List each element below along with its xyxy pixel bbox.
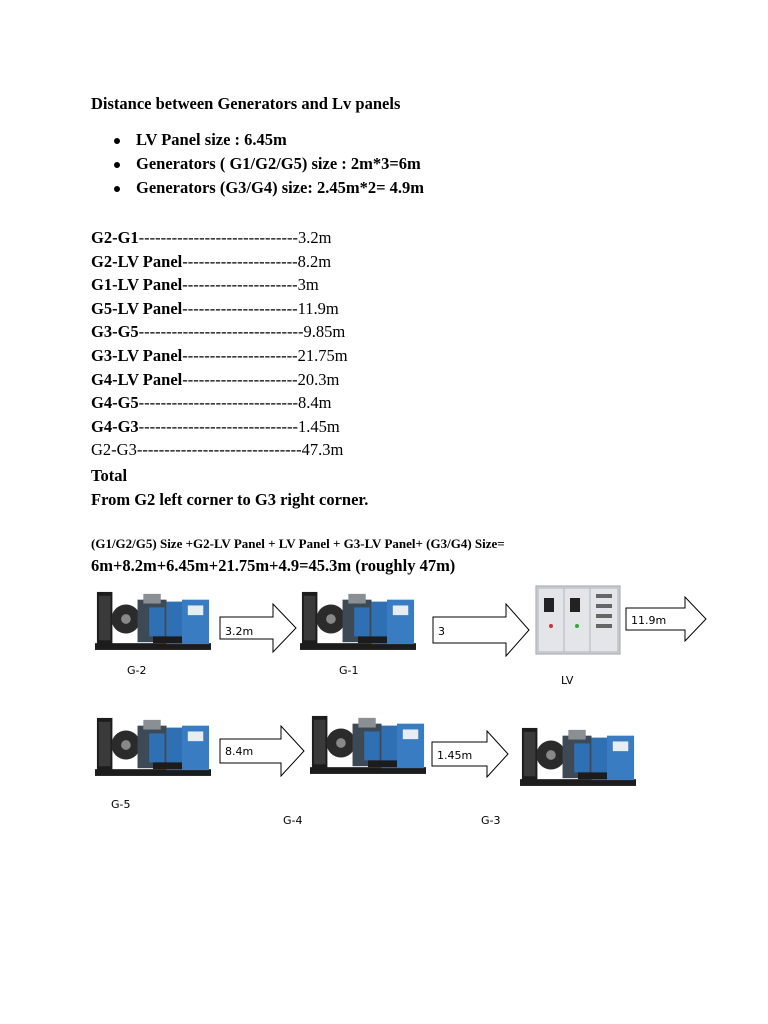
bullet-generator-g1-g2-g5-size: Generators ( G1/G2/G5) size : 2m*3=6m xyxy=(108,154,424,178)
size-formula-result: 6m+8.2m+6.45m+21.75m+4.9=45.3m (roughly … xyxy=(91,556,456,575)
distance-value: 1.45m xyxy=(298,416,340,436)
caption-g1: G-1 xyxy=(339,664,359,677)
distance-label: G1-LV Panel xyxy=(91,275,183,295)
distance-value: 11.9m xyxy=(297,298,339,318)
distance-label: G5-LV Panel xyxy=(91,298,183,318)
arrow-distance-label: 3 xyxy=(438,625,445,638)
distance-dashes: --------------------- xyxy=(182,251,298,271)
distance-item: G4-G3-----------------------------1.45m xyxy=(91,415,348,439)
distance-value: 20.3m xyxy=(297,369,340,389)
size-formula: (G1/G2/G5) Size +G2-LV Panel + LV Panel … xyxy=(91,536,505,551)
size-bullet-list: LV Panel size : 6.45m Generators ( G1/G2… xyxy=(108,130,424,202)
generator-icon xyxy=(95,717,211,776)
arrow-distance-label: 1.45m xyxy=(437,749,473,762)
distance-value: 21.75m xyxy=(297,345,348,365)
arrow-distance-label: 8.4m xyxy=(225,745,254,758)
distance-dashes: ----------------------------- xyxy=(138,393,299,413)
caption-g5: G-5 xyxy=(111,798,131,811)
distance-item: G5-LV Panel---------------------11.9m xyxy=(91,297,348,321)
total-heading: Total xyxy=(91,466,128,485)
distance-item: G1-LV Panel---------------------3m xyxy=(91,273,348,297)
total-description: From G2 left corner to G3 right corner. xyxy=(91,490,369,509)
arrow-g5-g4: 8.4m xyxy=(219,725,305,777)
distance-label: G4-G3 xyxy=(91,416,139,436)
distance-value: 3m xyxy=(297,275,319,295)
generator-icon xyxy=(95,591,211,650)
distance-item: G2-G1-----------------------------3.2m xyxy=(91,226,348,250)
lv-panel-icon xyxy=(535,585,621,655)
generator-g5-image xyxy=(95,712,211,778)
distance-item: G2-LV Panel---------------------8.2m xyxy=(91,250,348,274)
caption-lv: LV xyxy=(561,674,574,687)
distance-dashes: --------------------- xyxy=(182,298,298,318)
distance-value: 3.2m xyxy=(298,228,332,247)
distance-dashes: ------------------------------ xyxy=(138,322,304,342)
distance-label: G4-G5 xyxy=(91,393,139,413)
distance-dashes: --------------------- xyxy=(182,369,298,389)
distance-dashes: --------------------- xyxy=(182,345,298,365)
distance-dashes: --------------------- xyxy=(182,275,298,295)
right-arrow-icon xyxy=(219,725,305,777)
distance-label: G2-G1 xyxy=(91,228,139,247)
arrow-distance-label: 11.9m xyxy=(631,614,667,627)
generator-g3-image xyxy=(520,722,636,788)
distance-dashes: ----------------------------- xyxy=(138,228,299,247)
right-arrow-icon xyxy=(219,603,297,653)
distance-label: G2-LV Panel xyxy=(91,251,183,271)
distance-item: G3-G5------------------------------9.85m xyxy=(91,320,348,344)
distance-list: G2-G1-----------------------------3.2m G… xyxy=(91,226,348,462)
generator-g1-image xyxy=(300,588,416,650)
lv-panel-image xyxy=(534,584,622,656)
arrow-lv-g5: 11.9m xyxy=(625,596,707,642)
distance-dashes: ----------------------------- xyxy=(138,416,299,436)
document-title: Distance between Generators and Lv panel… xyxy=(91,94,401,113)
bullet-generator-g3-g4-size: Generators (G3/G4) size: 2.45m*2= 4.9m xyxy=(108,178,424,202)
arrow-distance-label: 3.2m xyxy=(225,625,254,638)
distance-label: G2-G3 xyxy=(91,440,137,460)
bullet-lv-panel-size: LV Panel size : 6.45m xyxy=(108,130,424,154)
distance-value: 8.2m xyxy=(297,251,332,271)
distance-label: G3-G5 xyxy=(91,322,139,342)
generator-g4-image xyxy=(310,712,426,774)
generator-g2-image xyxy=(95,588,211,650)
arrow-g4-g3: 1.45m xyxy=(431,730,509,778)
distance-dashes: ------------------------------ xyxy=(136,440,302,460)
generator-icon xyxy=(300,591,416,650)
distance-label: G4-LV Panel xyxy=(91,369,183,389)
distance-label: G3-LV Panel xyxy=(91,345,183,365)
caption-g3: G-3 xyxy=(481,814,501,827)
caption-g4: G-4 xyxy=(283,814,303,827)
right-arrow-icon xyxy=(431,730,509,778)
right-arrow-icon xyxy=(625,596,707,642)
distance-item: G4-G5-----------------------------8.4m xyxy=(91,391,348,415)
arrow-g1-lv: 3 xyxy=(432,603,530,657)
arrow-g2-g1: 3.2m xyxy=(219,603,297,653)
distance-item: G4-LV Panel---------------------20.3m xyxy=(91,368,348,392)
right-arrow-icon xyxy=(432,603,530,657)
generator-icon xyxy=(520,727,636,786)
caption-g2: G-2 xyxy=(127,664,147,677)
distance-value: 8.4m xyxy=(298,393,332,413)
distance-item: G2-G3------------------------------47.3m xyxy=(91,438,348,462)
distance-item: G3-LV Panel---------------------21.75m xyxy=(91,344,348,368)
generator-icon xyxy=(310,715,426,774)
distance-value: 47.3m xyxy=(301,440,344,460)
distance-value: 9.85m xyxy=(303,322,346,342)
